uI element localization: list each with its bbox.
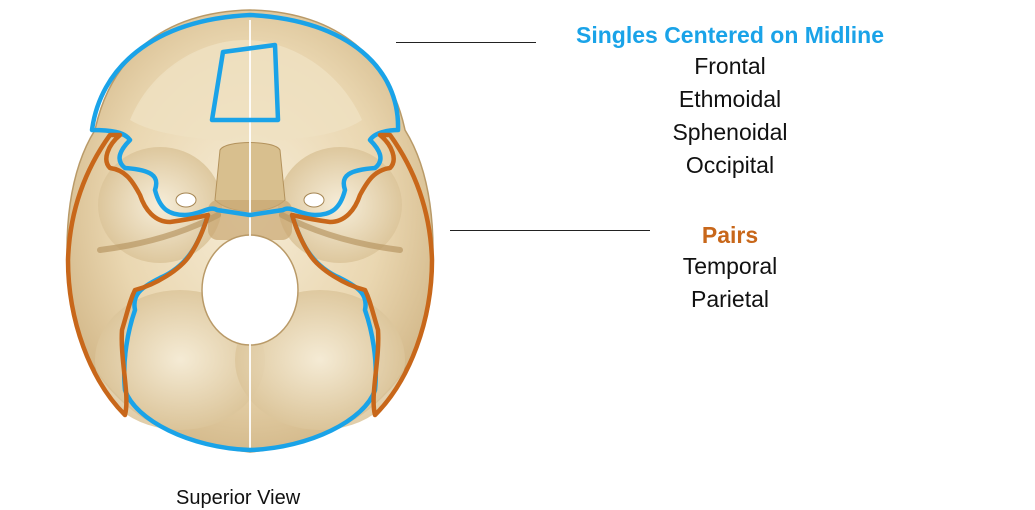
legend-item-ethmoidal: Ethmoidal (678, 86, 782, 112)
singles-legend: Singles Centered on Midline Frontal Ethm… (560, 20, 900, 182)
pairs-leader-line (450, 230, 650, 231)
pairs-legend: Pairs Temporal Parietal (620, 220, 840, 316)
foramen-left (175, 192, 197, 208)
skull-base-illustration (40, 0, 460, 470)
pairs-outline-left (65, 132, 211, 418)
singles-outline-upper (89, 12, 401, 218)
pairs-heading: Pairs (701, 222, 759, 248)
singles-leader-line (396, 42, 536, 43)
foramen-right (303, 192, 325, 208)
pairs-outline-right (289, 132, 435, 418)
view-caption: Superior View (176, 487, 301, 509)
skull-svg (65, 9, 435, 453)
legend-item-occipital: Occipital (685, 152, 775, 178)
ethmoid-outline (209, 42, 281, 123)
legend-item-sphenoidal: Sphenoidal (672, 119, 788, 145)
legend-item-temporal: Temporal (682, 253, 778, 279)
anterior-fossa (130, 40, 362, 142)
singles-heading: Singles Centered on Midline (576, 22, 884, 48)
legend-item-parietal: Parietal (691, 286, 769, 312)
legend-item-frontal: Frontal (694, 53, 766, 79)
